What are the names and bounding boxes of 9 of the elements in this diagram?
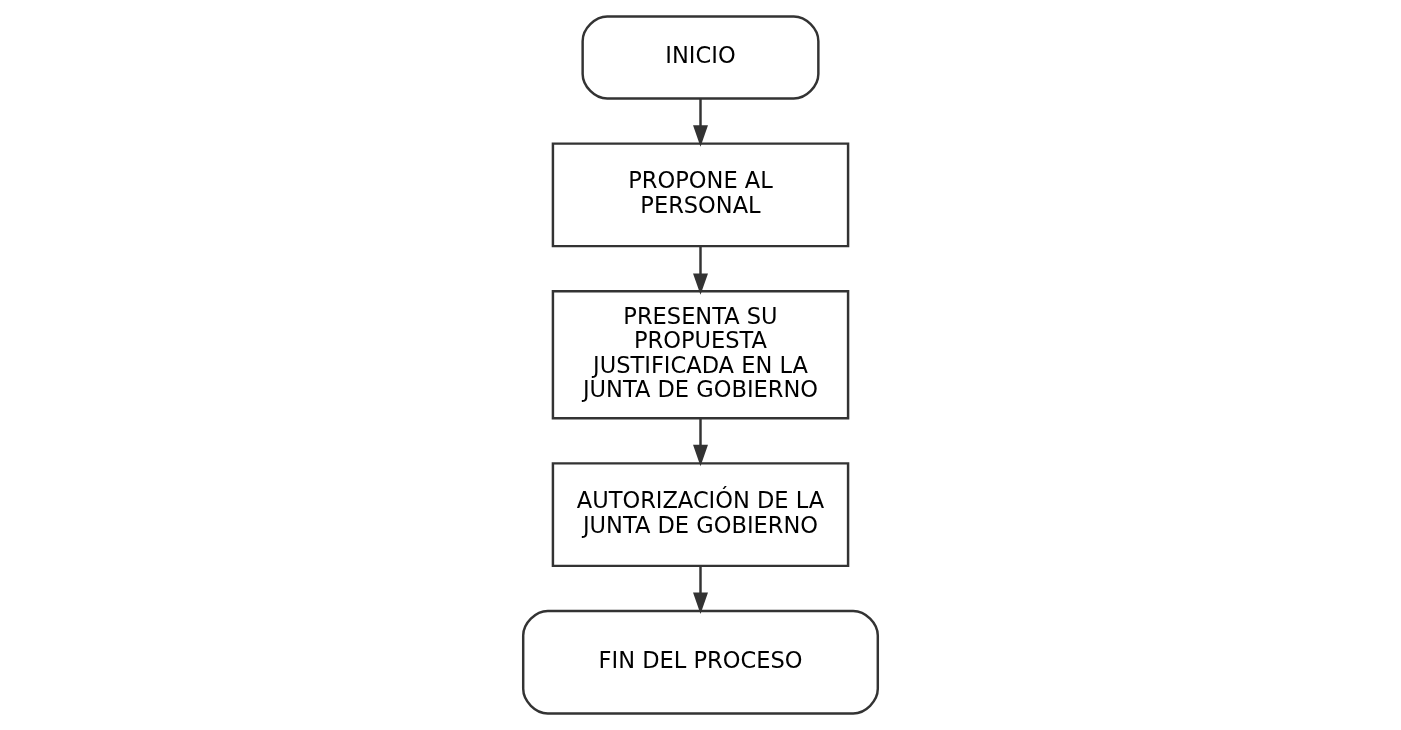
node-box: PRESENTA SU PROPUESTA JUSTIFICADA EN LA JUNTA DE GOBIERNO xyxy=(551,289,850,420)
node-box: AUTORIZACIÓN DE LA JUNTA DE GOBIERNO xyxy=(551,462,850,568)
node-box: FIN DEL PROCESO xyxy=(521,609,880,715)
arrow xyxy=(693,246,708,295)
node-box: PROPONE AL PERSONAL xyxy=(551,142,850,248)
node-box: INICIO xyxy=(581,15,820,100)
arrow xyxy=(693,418,708,467)
arrow xyxy=(693,566,708,614)
arrow xyxy=(693,98,708,147)
